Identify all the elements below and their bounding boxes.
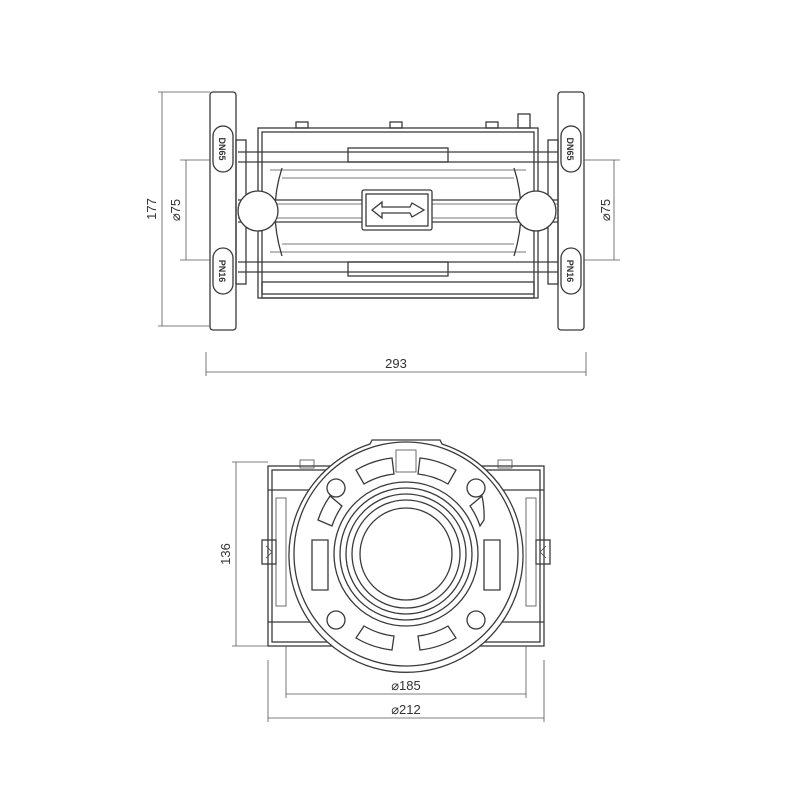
left-size-tag xyxy=(212,125,234,173)
right-port-diameter-label: ⌀75 xyxy=(598,199,613,221)
nominal-size-marking-right: DN65 xyxy=(565,137,575,160)
bolt-hole xyxy=(466,478,486,498)
left-pressure-tag xyxy=(212,247,234,295)
bolt-hole xyxy=(326,478,346,498)
center-bore xyxy=(359,507,453,601)
dimension-flange-outer: ⌀212 xyxy=(267,660,545,722)
flange-disc xyxy=(288,439,524,673)
front-height-label: 136 xyxy=(218,543,233,565)
dimension-height-177: 177 xyxy=(144,91,210,327)
right-port-circle xyxy=(515,190,557,232)
bolt-hole xyxy=(466,610,486,630)
length-label: 293 xyxy=(385,356,407,371)
left-flange: DN65 PN16 xyxy=(209,91,279,331)
pressure-marking-left: PN16 xyxy=(217,260,227,283)
left-port-diameter-label: ⌀75 xyxy=(168,199,183,221)
dimension-length-293: 293 xyxy=(205,352,587,376)
right-size-tag xyxy=(560,125,582,173)
dimension-left-port: ⌀75 xyxy=(168,159,210,261)
flow-direction-box xyxy=(361,189,433,231)
right-flange: DN65 PN16 xyxy=(515,91,585,331)
front-view: 136 ⌀185 ⌀212 xyxy=(218,439,551,722)
side-view: DN65 PN16 DN65 PN16 177 xyxy=(144,91,620,376)
height-label: 177 xyxy=(144,198,159,220)
dimension-bolt-circle: ⌀185 xyxy=(285,646,527,698)
pressure-marking-right: PN16 xyxy=(565,260,575,283)
bolt-circle-label: ⌀185 xyxy=(391,678,421,693)
left-port-circle xyxy=(237,190,279,232)
nominal-size-marking-left: DN65 xyxy=(217,137,227,160)
dimension-right-port: ⌀75 xyxy=(584,159,620,261)
dimension-height-136: 136 xyxy=(218,461,268,647)
right-pressure-tag xyxy=(560,247,582,295)
flange-outer-label: ⌀212 xyxy=(391,702,421,717)
left-arrow-icon xyxy=(370,200,426,220)
bolt-hole xyxy=(326,610,346,630)
